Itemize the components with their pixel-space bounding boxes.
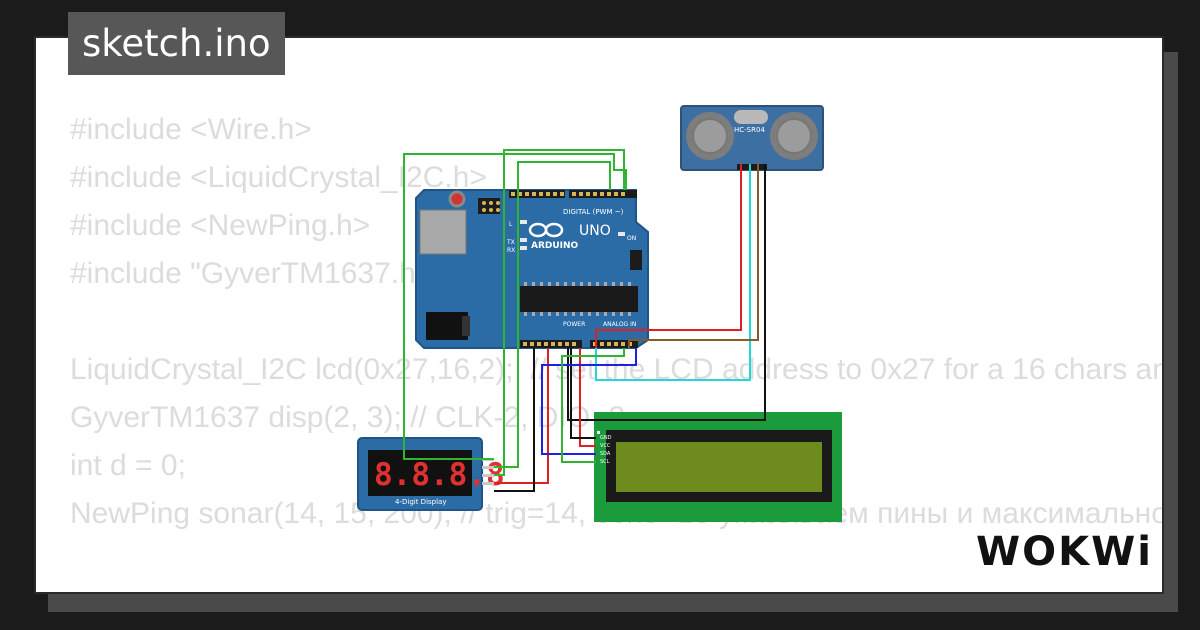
wokwi-logo[interactable]: WOKWi — [972, 525, 1148, 577]
code-line: GyverTM1637 disp(2, 3); // CLK-2, DIO -3 — [70, 401, 626, 434]
atmega-chip — [520, 286, 638, 312]
header-digital-high — [509, 190, 565, 198]
lcd-pin-sda: SDA — [600, 451, 611, 457]
wokwi-logo-text: WOKWi — [976, 529, 1148, 575]
lcd-pin-labels: GND VCC SDA SCL — [597, 431, 612, 465]
on-label: ON — [627, 235, 636, 242]
reset-button[interactable] — [448, 190, 466, 208]
sketch-title[interactable]: sketch.ino — [68, 12, 285, 75]
analog-label: ANALOG IN — [603, 321, 636, 328]
arduino-logo-icon — [528, 222, 564, 238]
board-brand-label: ARDUINO — [531, 241, 579, 251]
wires — [403, 149, 766, 492]
board-model-label: UNO — [579, 223, 611, 239]
code-line: #include <Wire.h> — [70, 113, 312, 146]
tx-label: TX — [506, 239, 515, 246]
led-l-label: L — [509, 221, 513, 228]
lcd-pin-vcc: VCC — [600, 443, 611, 449]
segment-display-label: 4-Digit Display — [395, 498, 446, 506]
code-line: #include <LiquidCrystal_I2C.h> — [70, 161, 487, 194]
sensor-model-label: HC-SR04 — [734, 126, 765, 134]
lcd-pin-gnd: GND — [600, 435, 612, 441]
code-line: int d = 0; — [70, 449, 186, 482]
lcd-display[interactable]: GND VCC SDA SCL — [594, 412, 842, 522]
power-jack — [426, 312, 468, 340]
code-line: #include "GyverTM1637.h" — [70, 257, 427, 290]
code-line: #include <NewPing.h> — [70, 209, 371, 242]
arduino-uno-board[interactable]: DIGITAL (PWM ~) TX RX L UNO ARDUINO ON P… — [415, 189, 649, 349]
usb-port — [419, 209, 467, 255]
ultrasonic-sensor[interactable]: HC-SR04 — [680, 105, 824, 171]
seven-segment-display[interactable]: 8.8.8.8 4-Digit Display — [357, 437, 505, 511]
rx-label: RX — [507, 247, 515, 254]
power-label: POWER — [563, 321, 585, 328]
crystal-oscillator — [734, 110, 768, 124]
lcd-pin-scl: SCL — [600, 459, 610, 465]
digital-label: DIGITAL (PWM ~) — [563, 208, 624, 216]
